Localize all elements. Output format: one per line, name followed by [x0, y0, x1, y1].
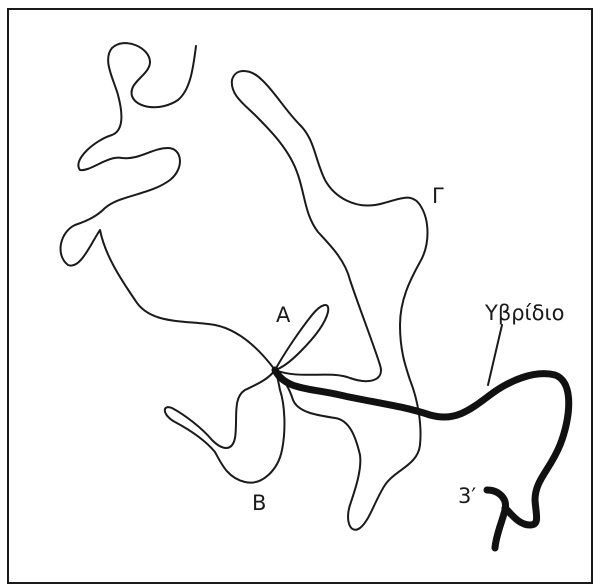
- strand-a-loop: [274, 304, 330, 371]
- three-prime-end: [483, 486, 510, 552]
- label-b: B: [252, 491, 266, 515]
- label-three-prime: 3′: [458, 484, 476, 508]
- strand-gamma-loop: [230, 70, 429, 531]
- hybrid-label-leader: [487, 324, 503, 386]
- label-gamma: Γ: [432, 184, 444, 208]
- label-a: A: [276, 303, 291, 327]
- hybrid-strand: [271, 366, 573, 529]
- label-hybrid: Υβρίδιο: [484, 301, 564, 325]
- strand-b-loop: [163, 369, 286, 484]
- strand-left-loop: [59, 42, 276, 371]
